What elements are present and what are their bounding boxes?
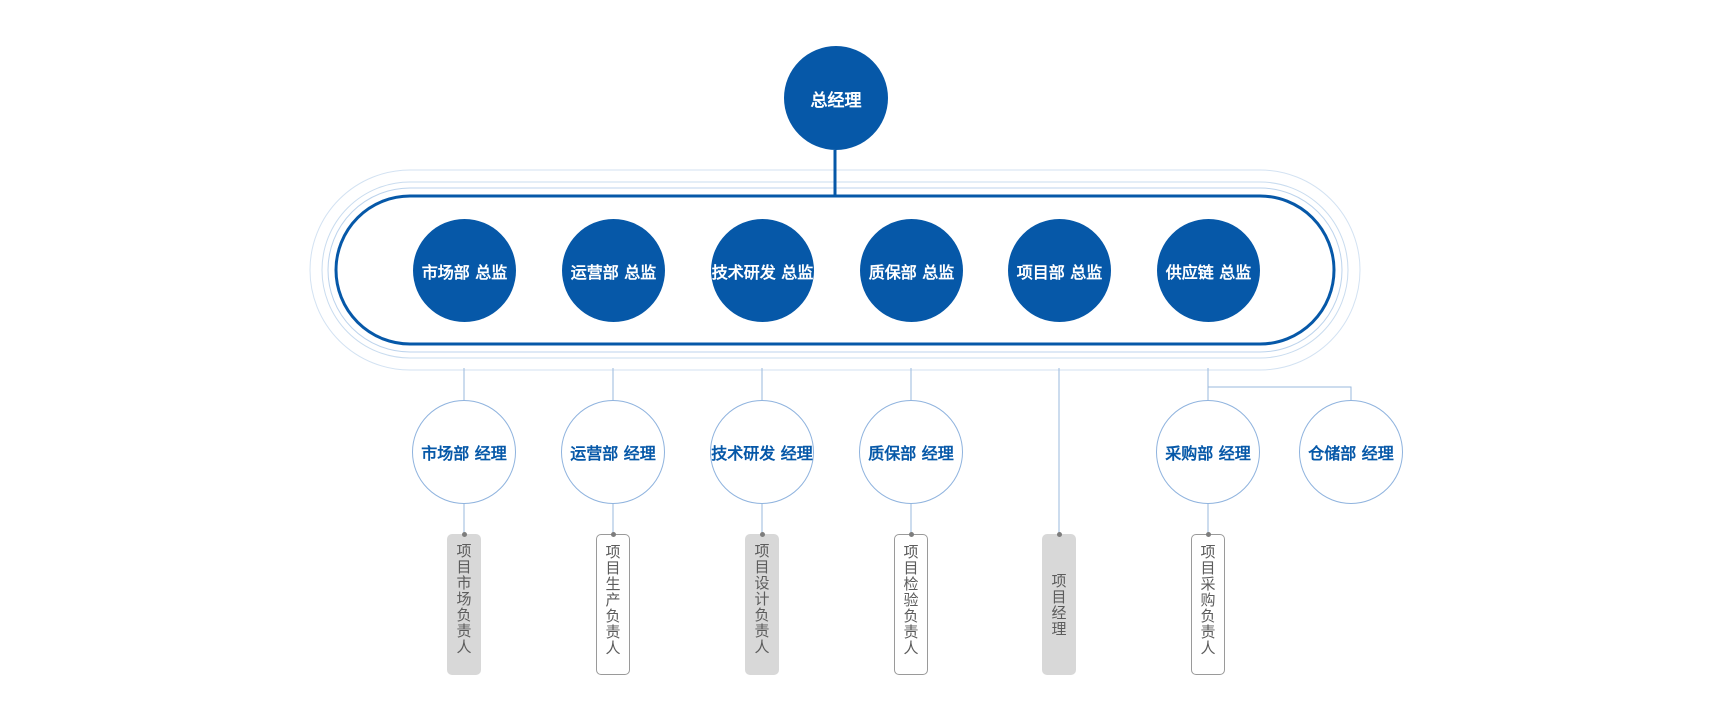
lead-label: 项目生产负责人 <box>603 544 622 656</box>
lead-label: 项目经理 <box>1049 572 1068 637</box>
director-node-operations[interactable]: 运营部 总监 <box>562 219 665 322</box>
lead-box-market[interactable]: 项目市场负责人 <box>447 534 481 675</box>
connector-dot <box>611 532 616 537</box>
lead-label: 项目检验负责人 <box>901 544 920 656</box>
director-label: 供应链 总监 <box>1165 262 1252 282</box>
lead-label: 项目市场负责人 <box>454 543 473 655</box>
director-label: 项目部 总监 <box>1016 262 1103 282</box>
general-manager-node[interactable]: 总经理 <box>784 46 888 150</box>
manager-node-purchasing[interactable]: 采购部 经理 <box>1156 400 1260 504</box>
lead-box-production[interactable]: 项目生产负责人 <box>596 534 630 675</box>
manager-node-market[interactable]: 市场部 经理 <box>412 400 516 504</box>
manager-node-qa[interactable]: 质保部 经理 <box>859 400 963 504</box>
manager-label: 技术研发 经理 <box>711 444 813 463</box>
manager-node-warehouse[interactable]: 仓储部 经理 <box>1299 400 1403 504</box>
director-node-rnd[interactable]: 技术研发 总监 <box>711 219 814 322</box>
lead-box-design[interactable]: 项目设计负责人 <box>745 534 779 675</box>
lead-box-project-manager[interactable]: 项目经理 <box>1042 534 1076 675</box>
connector-dot <box>909 532 914 537</box>
manager-label: 采购部 经理 <box>1165 444 1251 463</box>
manager-node-operations[interactable]: 运营部 经理 <box>561 400 665 504</box>
director-node-qa[interactable]: 质保部 总监 <box>860 219 963 322</box>
lead-label: 项目设计负责人 <box>752 543 771 655</box>
lead-box-purchasing[interactable]: 项目采购负责人 <box>1191 534 1225 675</box>
director-label: 运营部 总监 <box>570 262 657 282</box>
connector-dot <box>1206 532 1211 537</box>
connector-dot <box>462 532 467 537</box>
lead-box-inspection[interactable]: 项目检验负责人 <box>894 534 928 675</box>
director-node-supply[interactable]: 供应链 总监 <box>1157 219 1260 322</box>
connector-dot <box>760 532 765 537</box>
connector-warehouse <box>1208 386 1352 400</box>
lead-label: 项目采购负责人 <box>1198 544 1217 656</box>
manager-node-rnd[interactable]: 技术研发 经理 <box>710 400 814 504</box>
manager-label: 仓储部 经理 <box>1308 444 1394 463</box>
connector-dot <box>1057 532 1062 537</box>
director-node-project[interactable]: 项目部 总监 <box>1008 219 1111 322</box>
director-label: 技术研发 总监 <box>711 262 814 282</box>
director-label: 市场部 总监 <box>421 262 508 282</box>
manager-label: 质保部 经理 <box>868 444 954 463</box>
director-label: 质保部 总监 <box>868 262 955 282</box>
manager-label: 运营部 经理 <box>570 444 656 463</box>
general-manager-label: 总经理 <box>810 90 862 111</box>
director-node-market[interactable]: 市场部 总监 <box>413 219 516 322</box>
manager-label: 市场部 经理 <box>421 444 507 463</box>
